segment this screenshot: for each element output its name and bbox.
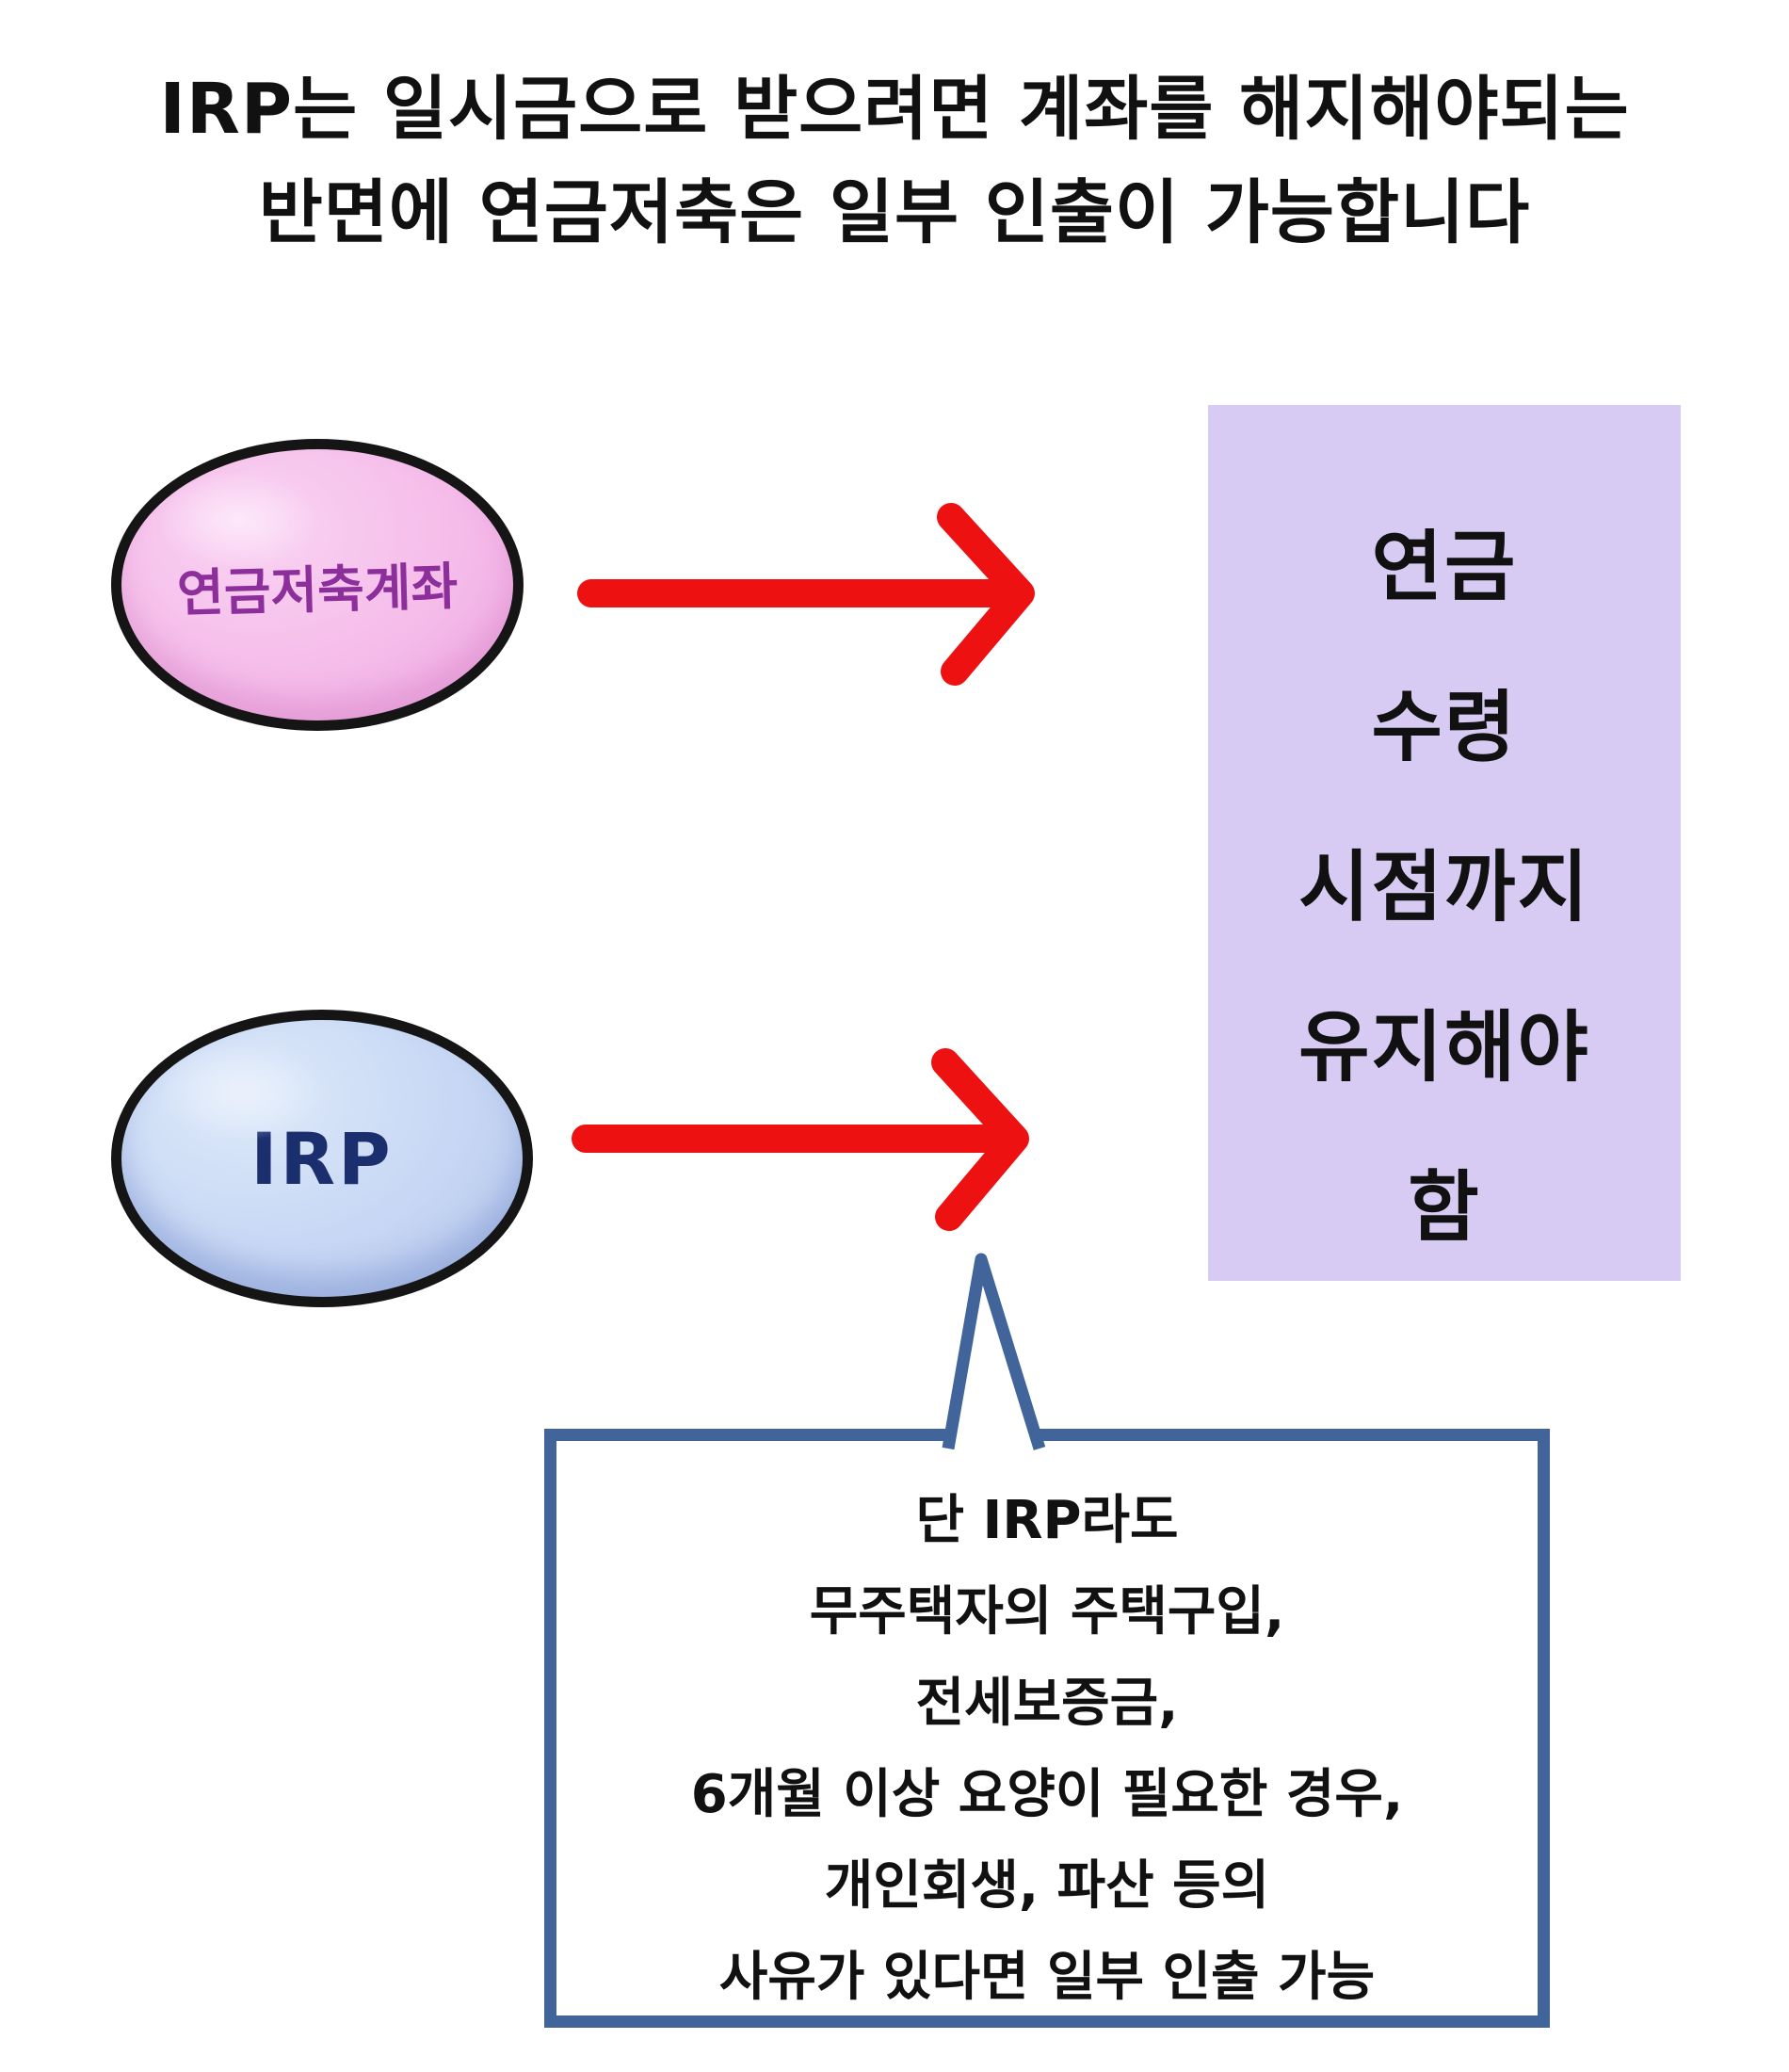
irp-label: IRP bbox=[250, 1116, 394, 1201]
callout-box: 단 IRP라도 무주택자의 주택구입, 전세보증금, 6개월 이상 요양이 필요… bbox=[544, 1429, 1550, 2028]
callout-line: 전세보증금, bbox=[915, 1673, 1179, 1734]
callout-line: 단 IRP라도 bbox=[915, 1490, 1179, 1551]
callout-pointer-icon bbox=[942, 1253, 1046, 1450]
result-line: 시점까지 bbox=[1298, 843, 1590, 932]
callout-line: 사유가 있다면 일부 인출 가능 bbox=[718, 1947, 1376, 2008]
result-line: 유지해야 bbox=[1298, 1003, 1590, 1093]
arrow-pension-to-result-icon bbox=[577, 503, 1035, 686]
result-line: 연금 bbox=[1371, 523, 1518, 612]
result-line: 수령 bbox=[1371, 683, 1518, 772]
arrow-irp-to-result-icon bbox=[572, 1048, 1029, 1231]
result-line: 함 bbox=[1408, 1163, 1481, 1253]
result-box: 연금 수령 시점까지 유지해야 함 bbox=[1208, 405, 1681, 1281]
pension-savings-label: 연금저축계좌 bbox=[176, 556, 459, 623]
callout-line: 무주택자의 주택구입, bbox=[809, 1581, 1285, 1643]
title-line-1: IRP는 일시금으로 받으려면 계좌를 해지해야되는 bbox=[159, 69, 1630, 150]
page-title: IRP는 일시금으로 받으려면 계좌를 해지해야되는 반면에 연금저축은 일부 … bbox=[0, 58, 1789, 265]
node-pension-savings: 연금저축계좌 bbox=[111, 439, 524, 731]
node-irp: IRP bbox=[111, 1010, 533, 1307]
callout-line: 개인회생, 파산 등의 bbox=[824, 1855, 1270, 1917]
title-line-2: 반면에 연금저축은 일부 인출이 가능합니다 bbox=[258, 171, 1531, 253]
callout-line: 6개월 이상 요양이 필요한 경우, bbox=[690, 1764, 1404, 1825]
